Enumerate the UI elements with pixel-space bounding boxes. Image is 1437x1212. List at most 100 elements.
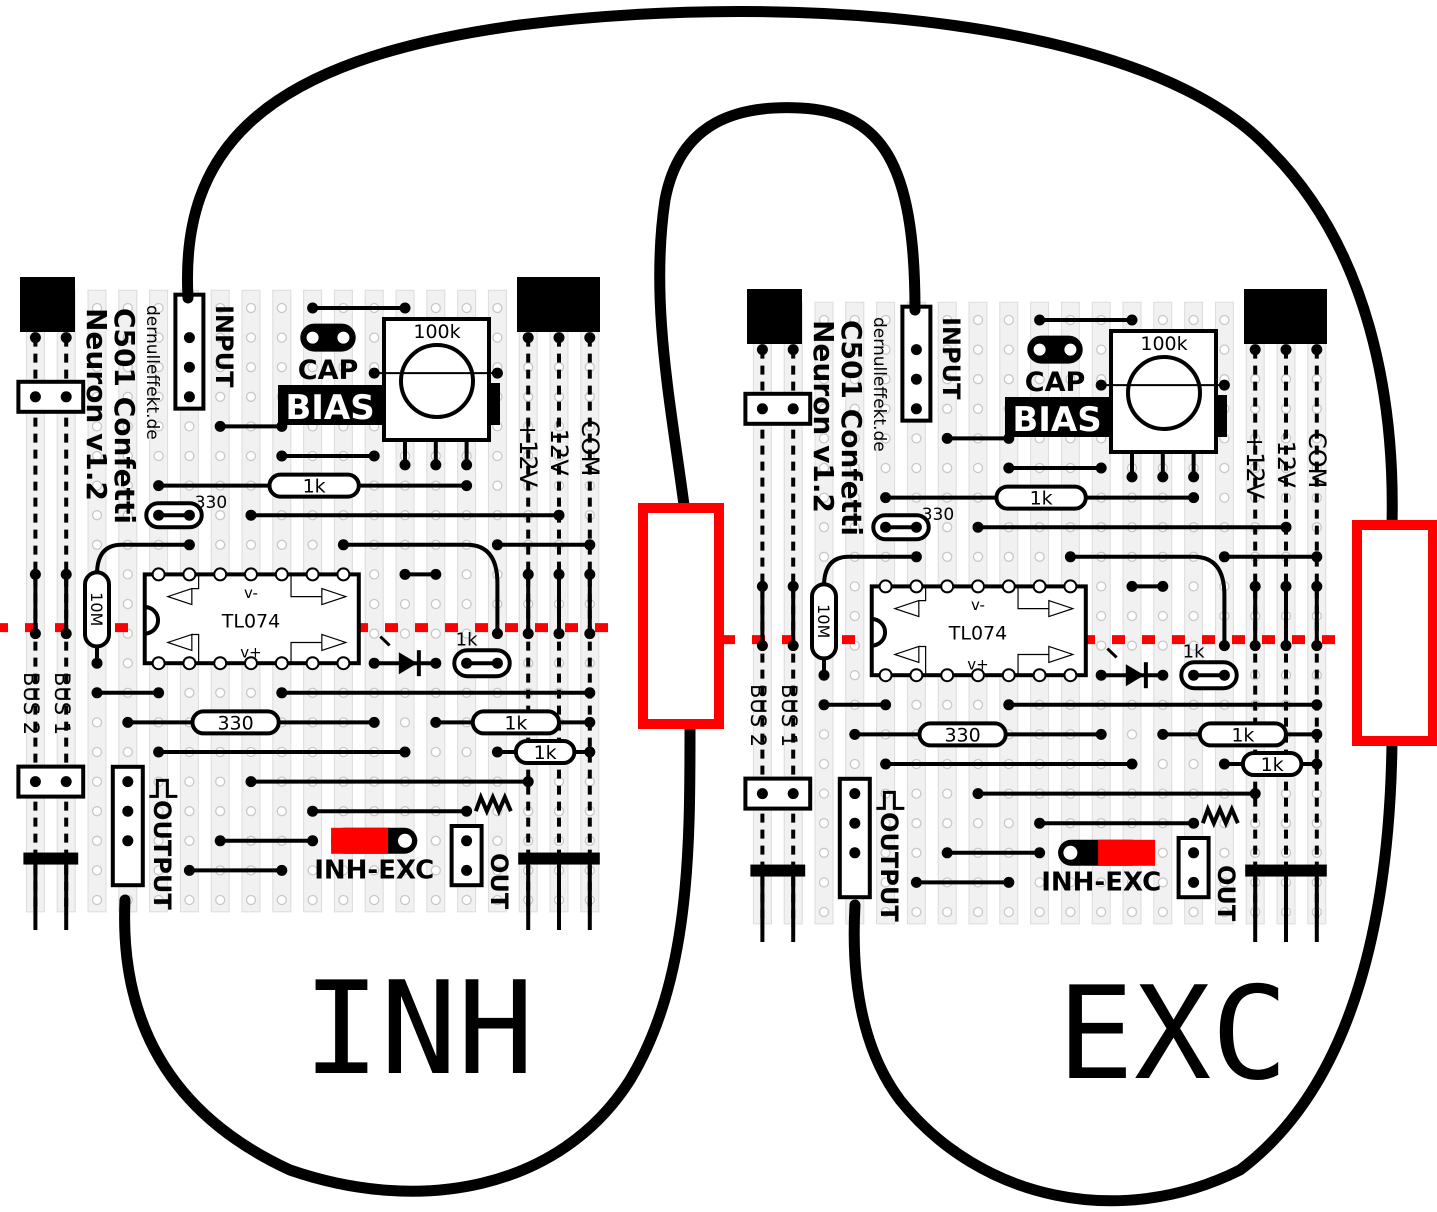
hole [215,362,226,373]
cap-jumper[interactable] [1027,335,1083,364]
solder-dot [1311,758,1323,770]
hole [215,539,226,550]
hole [245,332,257,343]
solder-dot [1188,492,1200,504]
solder-dot [553,509,565,521]
switch-knob[interactable] [1063,845,1078,860]
hole [91,776,103,787]
cap-jumper[interactable] [300,323,356,352]
hole [430,746,441,758]
solder-dot [276,450,288,462]
switch-knob[interactable] [398,833,412,848]
ic-pin [1001,579,1016,594]
hole [276,332,287,343]
resistor-label: 1k [1030,488,1053,510]
pot-value: 100k [1140,333,1187,355]
bus-jumper[interactable] [16,764,86,799]
resistor-body[interactable] [917,721,1008,748]
ic-pin [971,668,985,683]
bus-jumper[interactable] [743,391,813,426]
hole [818,314,830,326]
resistor-label: 1k [504,712,527,734]
bus-jumper[interactable] [743,776,813,811]
bus-jumper[interactable] [16,379,86,414]
hole [492,865,503,876]
solder-dot [245,509,257,521]
resistor-body[interactable] [1197,721,1289,748]
inh-attenuator-box[interactable] [638,503,724,729]
solder-dot [910,403,922,415]
hole [880,433,891,444]
hole [430,865,441,876]
solder-dot [584,332,596,344]
solder-dot [756,788,768,800]
solder-dot [1126,580,1138,592]
hole [942,522,953,533]
resistor-body[interactable] [1240,751,1304,777]
power-connector-block [1244,289,1327,344]
hole [91,510,103,521]
opamp-trace [191,574,200,590]
solder-dot [29,568,41,580]
pot-knob[interactable] [399,343,475,419]
opamp-trace [191,633,200,664]
hole [972,906,984,918]
opamp-trace [290,641,322,664]
hole [942,314,953,326]
resistor-body[interactable] [513,739,577,765]
solder-dot [818,699,830,711]
hole [245,362,257,373]
out-header[interactable] [449,824,484,888]
hole [818,818,830,829]
solder-dot [461,864,473,876]
solder-dot [307,835,319,847]
hole [276,302,287,314]
patch-cable-output1-to-inh[interactable] [119,722,696,1197]
hole [122,598,133,610]
resistor-body[interactable] [470,709,562,736]
jumper-pin [1033,343,1046,356]
solder-dot [1311,699,1323,711]
hole [1003,344,1014,355]
hole [338,865,349,876]
resistor-body[interactable] [190,709,281,736]
out-label: OUT [1212,865,1240,922]
patch-cable-inh-to-input2[interactable] [654,102,921,511]
patch-cable-input1-to-exc[interactable] [181,6,1398,531]
resistor-body[interactable] [267,472,361,499]
hole [492,332,503,343]
resistor-10m[interactable] [810,582,838,661]
resistor-label: 1k [1261,754,1284,776]
pot-tab [1216,395,1227,437]
exc-attenuator-box[interactable] [1352,520,1437,746]
solder-dot [399,746,411,758]
hole [1219,492,1230,503]
hole [430,894,441,906]
pot-knob[interactable] [1126,355,1202,431]
out-header[interactable] [1176,836,1211,900]
solder-dot [880,758,892,770]
resistor-10m[interactable] [83,570,111,649]
hole [1034,906,1045,918]
pot-tab [489,383,500,425]
output-label: OUTPUT [148,800,176,910]
hole [972,403,984,414]
title-label: C501 Confetti [835,320,868,536]
resistor-label: 10M [87,592,106,626]
hole [1188,758,1199,770]
hole [91,539,103,550]
solder-dot [1218,379,1230,391]
hole [1219,314,1230,326]
hole [849,581,860,592]
input-jack-header[interactable] [173,292,206,411]
hole [276,894,287,906]
bus-connector-block [20,277,75,332]
hole [245,391,257,402]
resistor-body[interactable] [994,484,1088,511]
solder-dot [910,344,922,356]
hole [818,344,830,355]
patch-cable-exc-to-output2[interactable] [848,736,1398,1207]
hole [1003,374,1014,385]
hole [1219,462,1230,474]
